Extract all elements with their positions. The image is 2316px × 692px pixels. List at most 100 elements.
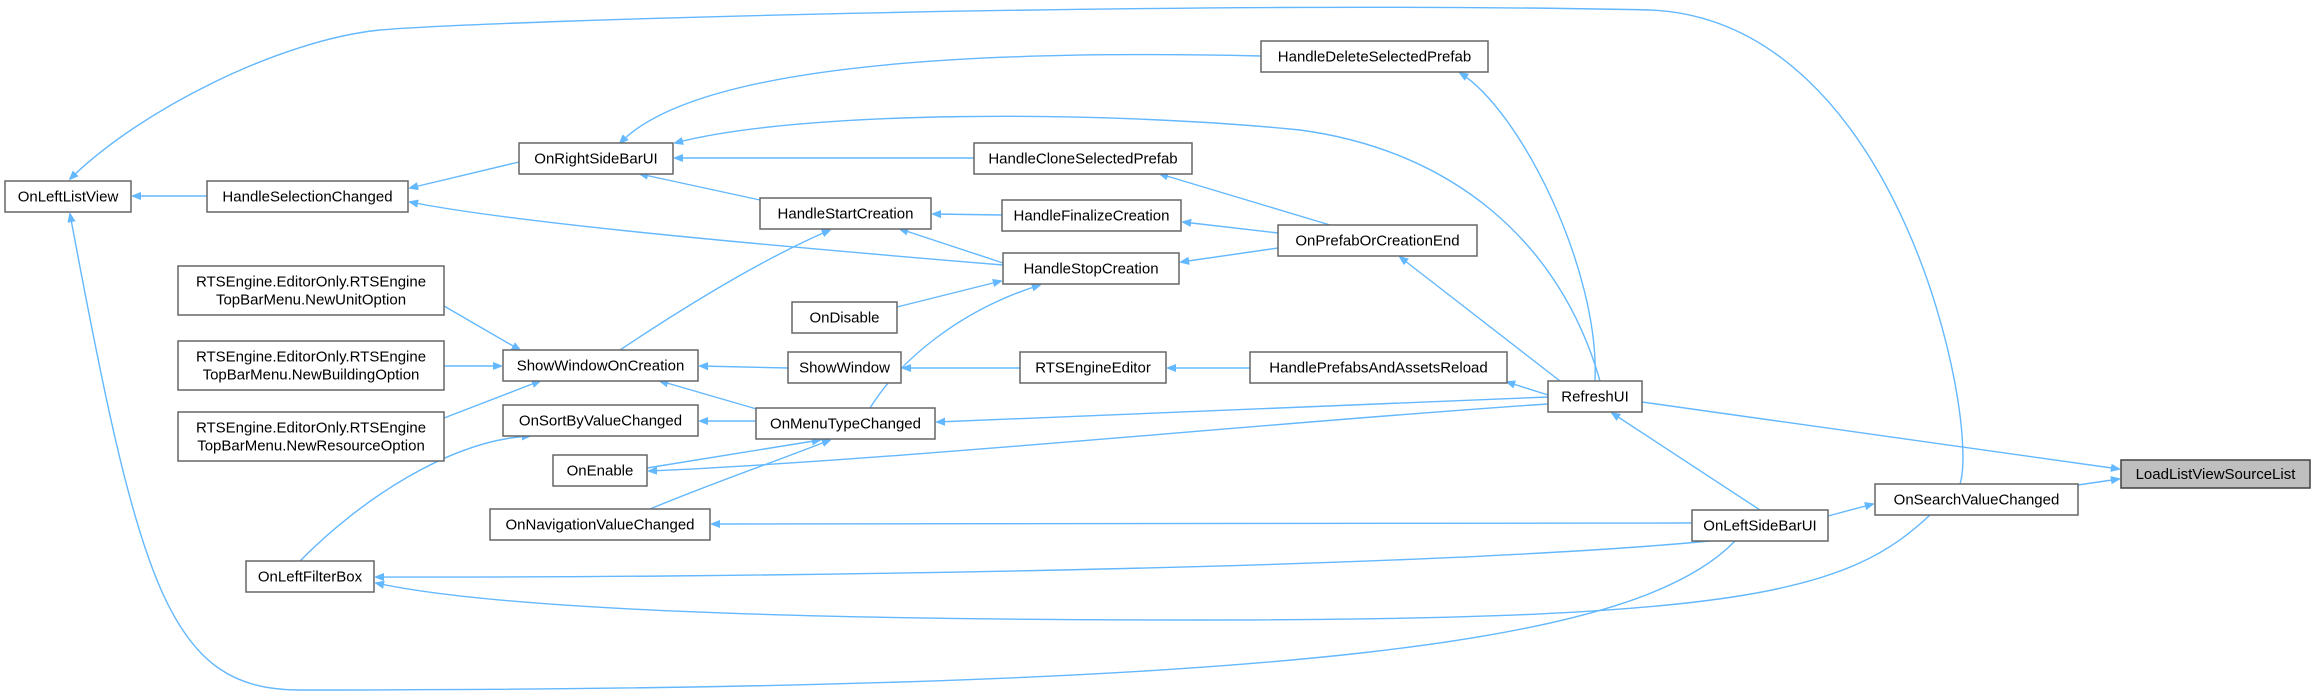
- edge-onprefaborcreation-to-handleclone: [1160, 174, 1331, 226]
- edge-onsearch-to-onleftfilterbox: [376, 514, 1931, 621]
- edge-handlestopcreation-to-handlestartcreation: [900, 229, 1004, 264]
- node-newunit[interactable]: RTSEngine.EditorOnly.RTSEngineTopBarMenu…: [177, 265, 445, 316]
- node-label: TopBarMenu.NewBuildingOption: [203, 367, 420, 384]
- node-box: [489, 508, 711, 541]
- node-handleselection[interactable]: HandleSelectionChanged: [206, 180, 409, 213]
- node-onmenutype[interactable]: OnMenuTypeChanged: [755, 407, 936, 440]
- edge-refreshui-to-handledelete: [1460, 73, 1596, 382]
- node-box: [787, 351, 902, 384]
- node-label: RTSEngine.EditorOnly.RTSEngine: [196, 274, 426, 291]
- node-box: [4, 180, 132, 213]
- edge-onmenutype-to-handlestopcreation: [869, 285, 1040, 409]
- node-label: TopBarMenu.NewUnitOption: [216, 292, 406, 309]
- node-onrightsidebar[interactable]: OnRightSideBarUI: [518, 142, 674, 175]
- edge-refreshui-to-root: [1641, 401, 2119, 469]
- edge-onnavigation-to-onmenutype: [649, 440, 830, 510]
- node-box: [502, 349, 699, 382]
- edge-ondisable-to-handlestopcreation: [896, 281, 1001, 308]
- edge-onleftsidebar-to-onnavigation: [712, 523, 1693, 524]
- node-onleftfilterbox[interactable]: OnLeftFilterBox: [245, 560, 375, 593]
- node-handledelete[interactable]: HandleDeleteSelectedPrefab: [1260, 40, 1489, 73]
- node-handleprefabs[interactable]: HandlePrefabsAndAssetsReload: [1249, 351, 1508, 384]
- node-ondisable[interactable]: OnDisable: [791, 301, 898, 334]
- node-box: [245, 560, 375, 593]
- edge-handlestartcreation-to-onrightsidebar: [640, 174, 761, 201]
- node-label: RTSEngineEditor: [1035, 360, 1151, 377]
- node-label: OnLeftSideBarUI: [1703, 518, 1816, 535]
- node-label: HandleSelectionChanged: [222, 189, 392, 206]
- edge-onleftfilterbox-to-onsortby: [299, 436, 530, 562]
- node-onnavigation[interactable]: OnNavigationValueChanged: [489, 508, 711, 541]
- node-box: [755, 407, 936, 440]
- edge-refreshui-to-onrightsidebar: [675, 115, 1601, 382]
- edge-showwindow-to-showwindowoncreation: [700, 366, 789, 368]
- node-label: HandleDeleteSelectedPrefab: [1278, 49, 1471, 66]
- node-showwindow[interactable]: ShowWindow: [787, 351, 902, 384]
- node-label: TopBarMenu.NewResourceOption: [197, 438, 425, 455]
- node-label: HandleCloneSelectedPrefab: [988, 151, 1177, 168]
- node-showwindowoncreation[interactable]: ShowWindowOnCreation: [502, 349, 699, 382]
- node-box: [1874, 483, 2079, 516]
- node-label: OnSortByValueChanged: [519, 413, 682, 430]
- edge-handlefinalize-to-handlestartcreation: [933, 214, 1003, 215]
- node-label: RefreshUI: [1561, 389, 1629, 406]
- node-box: [759, 197, 932, 230]
- node-label: HandlePrefabsAndAssetsReload: [1269, 360, 1487, 377]
- node-box: [791, 301, 898, 334]
- node-onenable[interactable]: OnEnable: [552, 454, 648, 487]
- node-box: [177, 340, 445, 391]
- edge-onleftsidebar-to-onleftfilterbox: [376, 540, 1711, 577]
- node-label: OnMenuTypeChanged: [770, 416, 921, 433]
- node-onleftlistview[interactable]: OnLeftListView: [4, 180, 132, 213]
- node-onsortby[interactable]: OnSortByValueChanged: [502, 404, 699, 437]
- node-label: RTSEngine.EditorOnly.RTSEngine: [196, 420, 426, 437]
- edge-showwindowoncreation-to-handlestartcreation: [619, 230, 830, 351]
- node-label: OnLeftFilterBox: [258, 569, 363, 586]
- node-label: OnRightSideBarUI: [534, 151, 657, 168]
- edge-onleftsidebar-to-refreshui: [1612, 413, 1761, 511]
- node-onleftsidebar[interactable]: OnLeftSideBarUI: [1691, 509, 1829, 542]
- node-box: [552, 454, 648, 487]
- edge-handledelete-to-onrightsidebar: [620, 53, 1262, 143]
- edge-onmenutype-to-showwindowoncreation: [660, 381, 761, 411]
- node-label: OnNavigationValueChanged: [505, 517, 694, 534]
- edge-refreshui-to-onprefaborcreation: [1400, 257, 1561, 382]
- edge-onprefaborcreation-to-handlestopcreation: [1181, 247, 1279, 262]
- edge-refreshui-to-handleprefabs: [1507, 382, 1549, 396]
- node-label: OnDisable: [809, 310, 879, 327]
- node-root[interactable]: LoadListViewSourceList: [2120, 459, 2311, 489]
- node-handlefinalize[interactable]: HandleFinalizeCreation: [1001, 199, 1182, 232]
- node-handleclone[interactable]: HandleCloneSelectedPrefab: [973, 142, 1193, 175]
- node-box: [1547, 380, 1643, 413]
- node-box: [1691, 509, 1829, 542]
- nodes: LoadListViewSourceListOnSearchValueChang…: [4, 40, 2311, 593]
- edge-onrightsidebar-to-handleselection: [410, 161, 520, 188]
- node-label: OnLeftListView: [18, 189, 119, 206]
- node-box: [1249, 351, 1508, 384]
- node-newbuilding[interactable]: RTSEngine.EditorOnly.RTSEngineTopBarMenu…: [177, 340, 445, 391]
- edge-onsearch-to-onleftlistview: [70, 6, 1964, 485]
- node-box: [1002, 252, 1180, 285]
- node-rtsengineeditor[interactable]: RTSEngineEditor: [1019, 351, 1167, 384]
- node-box: [973, 142, 1193, 175]
- node-onprefaborcreation[interactable]: OnPrefabOrCreationEnd: [1277, 224, 1478, 257]
- node-box: [1001, 199, 1182, 232]
- node-box: [206, 180, 409, 213]
- node-handlestopcreation[interactable]: HandleStopCreation: [1002, 252, 1180, 285]
- node-label: ShowWindowOnCreation: [517, 358, 685, 375]
- node-box: [177, 265, 445, 316]
- node-newresource[interactable]: RTSEngine.EditorOnly.RTSEngineTopBarMenu…: [177, 411, 445, 462]
- edge-onprefaborcreation-to-handlefinalize: [1183, 222, 1279, 234]
- edge-newresource-to-showwindowoncreation: [443, 381, 540, 419]
- edge-onleftsidebar-to-onsearch: [1827, 504, 1873, 517]
- node-label: OnSearchValueChanged: [1894, 492, 2060, 509]
- node-handlestartcreation[interactable]: HandleStartCreation: [759, 197, 932, 230]
- node-label: LoadListViewSourceList: [2136, 466, 2297, 483]
- node-box: [502, 404, 699, 437]
- node-refreshui[interactable]: RefreshUI: [1547, 380, 1643, 413]
- node-box: [1260, 40, 1489, 73]
- node-box: [518, 142, 674, 175]
- node-onsearch[interactable]: OnSearchValueChanged: [1874, 483, 2079, 516]
- edge-onenable-to-onmenutype: [646, 440, 820, 469]
